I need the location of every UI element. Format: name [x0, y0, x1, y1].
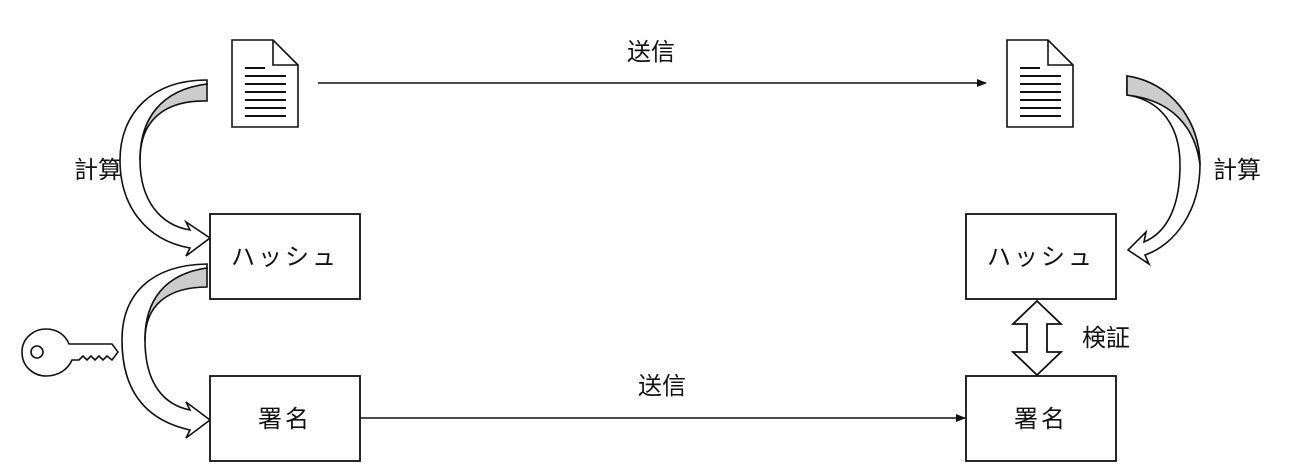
compute-arrow-left-shade	[139, 83, 208, 161]
signature-box-left-label: 署名	[258, 405, 312, 433]
hash-box-left	[209, 213, 361, 300]
document-right-icon	[1006, 39, 1074, 128]
compute-arrow-right-shade	[1126, 75, 1201, 166]
key-icon	[21, 328, 119, 377]
verify-double-arrow	[1010, 299, 1064, 377]
document-left-icon	[231, 39, 299, 128]
signature-box-right-label: 署名	[1014, 405, 1068, 433]
compute-label-right: 計算	[1213, 156, 1261, 184]
verify-label: 検証	[1082, 324, 1130, 352]
hash-box-left-label: ハッシュ	[231, 243, 339, 271]
send-label-top: 送信	[627, 38, 675, 66]
signature-box-right	[965, 375, 1117, 462]
hash-box-right-label: ハッシュ	[987, 243, 1095, 271]
hash-box-right	[965, 213, 1117, 300]
send-label-bottom: 送信	[638, 372, 686, 400]
sign-arrow-left-shade	[144, 267, 208, 341]
compute-label-left: 計算	[74, 156, 122, 184]
